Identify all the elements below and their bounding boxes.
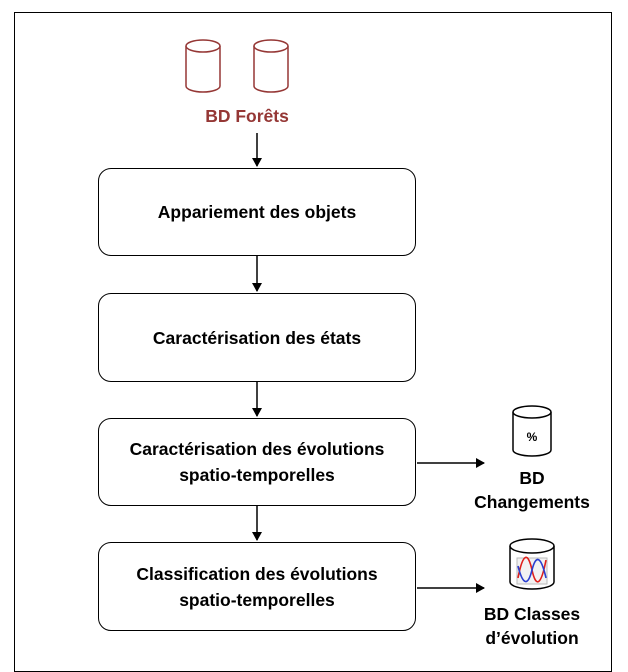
output-database-label: BD Changements xyxy=(474,468,590,512)
step-label: Caractérisation des états xyxy=(152,327,362,348)
step-state-characterization: Caractérisation des états xyxy=(98,293,416,382)
database-cylinder-icon xyxy=(253,39,289,93)
step-label: Appariement des objets xyxy=(157,202,357,222)
output-database-label: BD Classes d’évolution xyxy=(483,604,581,648)
input-database-label: BD Forêts xyxy=(205,106,289,126)
step-object-matching: Appariement des objets xyxy=(98,168,416,256)
step-evolution-characterization: Caractérisation des évolutions spatio-te… xyxy=(98,418,416,506)
percent-symbol: % xyxy=(527,430,538,444)
database-percent-icon xyxy=(512,405,552,457)
step-label: Caractérisation des évolutions spatio-te… xyxy=(129,439,385,485)
database-chart-icon xyxy=(509,538,555,590)
step-label: Classification des évolutions spatio-tem… xyxy=(136,563,378,610)
step-evolution-classification: Classification des évolutions spatio-tem… xyxy=(98,542,416,631)
database-cylinder-icon xyxy=(185,39,221,93)
